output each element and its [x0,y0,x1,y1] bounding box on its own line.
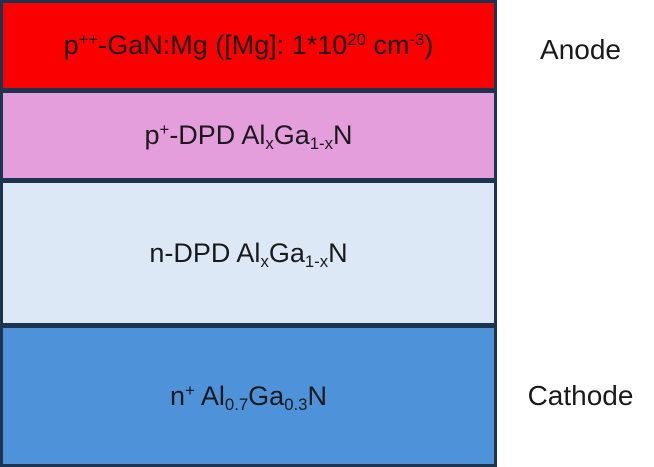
anode-label: Anode [540,34,621,65]
layer-n-plus-algan-label: n+ Al0.7Ga0.3N [170,380,327,414]
semiconductor-stack: p++-GaN:Mg ([Mg]: 1*1020 cm-3) p+-DPD Al… [0,0,497,467]
layer-n-dpd-algan-label: n-DPD AlxGa1-xN [149,237,348,271]
electrode-labels: Anode Cathode [497,0,654,467]
layer-p-plus-dpd-algan: p+-DPD AlxGa1-xN [3,93,494,183]
cathode-label: Cathode [527,380,634,411]
layer-n-dpd-algan: n-DPD AlxGa1-xN [3,183,494,328]
layer-p-plus-plus-gan-mg-label: p++-GaN:Mg ([Mg]: 1*1020 cm-3) [63,30,434,60]
layer-p-plus-dpd-algan-label: p+-DPD AlxGa1-xN [144,120,353,154]
layer-n-plus-algan: n+ Al0.7Ga0.3N [3,328,494,464]
layer-p-plus-plus-gan-mg: p++-GaN:Mg ([Mg]: 1*1020 cm-3) [3,3,494,93]
